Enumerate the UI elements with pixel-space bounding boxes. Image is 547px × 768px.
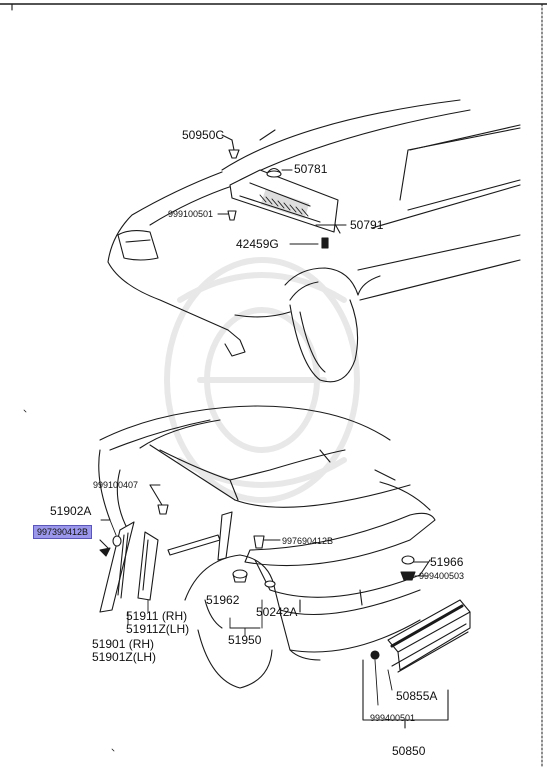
plug-42459G — [289, 237, 329, 249]
label-51966: 51966 — [430, 555, 464, 569]
fastener-999100501 — [217, 210, 237, 221]
moulding-50850 — [370, 599, 471, 673]
clip-50950C — [221, 134, 240, 159]
label-51911-rh: 51911 (RH) — [126, 609, 188, 623]
cap-50242A — [264, 580, 276, 588]
label-51911Z-lh: 51911Z(LH) — [126, 622, 190, 636]
grommet-51962 — [232, 569, 248, 583]
label-51901Z-lh: 51901Z(LH) — [92, 650, 157, 664]
fastener-997690412B — [253, 535, 281, 549]
watermark-emblem — [164, 257, 360, 503]
label-999400503: 999400503 — [419, 571, 465, 581]
label-50242A: 50242A — [256, 605, 298, 619]
label-42459G: 42459G — [236, 237, 279, 251]
fastener-997390412B — [99, 535, 122, 557]
label-999400501: 999400501 — [370, 713, 416, 723]
group-bracket-50850 — [362, 659, 449, 729]
leader-lines — [100, 484, 393, 706]
label-50950C: 50950C — [182, 128, 225, 142]
page-frame — [0, 3, 547, 768]
label-50781: 50781 — [294, 162, 328, 176]
strip-center — [167, 511, 233, 561]
fastener-999400503 — [400, 571, 429, 581]
rear-car-illustration — [98, 405, 436, 689]
label-50855A: 50855A — [396, 689, 438, 703]
label-999100501: 999100501 — [168, 209, 214, 219]
cushion-51966 — [401, 555, 429, 565]
front-car-illustration — [107, 99, 521, 383]
cowl-grille-50791 — [229, 169, 339, 233]
label-51962: 51962 — [206, 593, 240, 607]
stray-marks — [23, 409, 115, 752]
clip-999100407 — [149, 484, 169, 515]
nozzle-50781 — [266, 167, 293, 178]
garnish-51901 — [99, 521, 135, 613]
label-50850: 50850 — [392, 744, 426, 758]
label-999100407: 999100407 — [93, 480, 139, 490]
label-997690412B: 997690412B — [282, 536, 334, 546]
label-51902A: 51902A — [50, 504, 92, 518]
label-51950: 51950 — [228, 633, 262, 647]
garnish-51911 — [137, 531, 159, 601]
label-997390412B-highlighted[interactable]: 997390412B — [33, 525, 93, 539]
label-50791: 50791 — [350, 218, 384, 232]
label-51901-rh: 51901 (RH) — [92, 637, 155, 651]
